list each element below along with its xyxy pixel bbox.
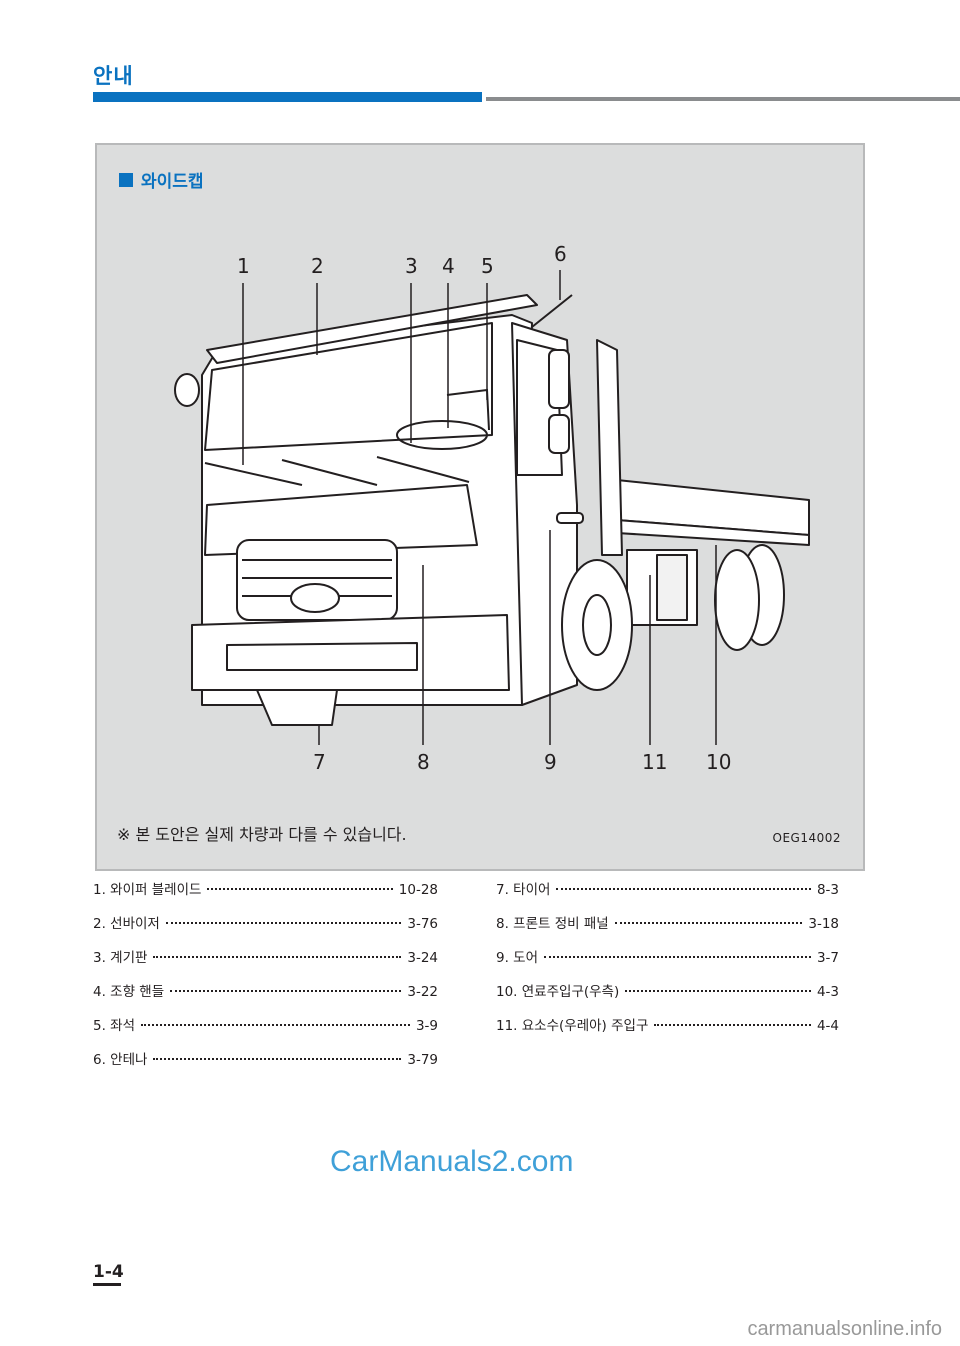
toc-item: 6. 안테나 3-79 [93,1048,438,1082]
toc-label: 1. 와이퍼 블레이드 [93,882,202,898]
callout-4: 4 [442,254,455,278]
leader-dots [544,956,811,958]
callout-2: 2 [311,254,324,278]
leader-dots [556,888,811,890]
header-rule [486,97,960,101]
page-number-underline [93,1283,121,1286]
toc-item: 5. 좌석 3-9 [93,1014,438,1048]
callout-11: 11 [642,750,667,774]
header-rule-accent [93,92,482,102]
callout-1: 1 [237,254,250,278]
leader-dots [654,1024,811,1026]
square-bullet-icon [119,172,133,187]
toc-item: 3. 계기판 3-24 [93,946,438,980]
toc-label: 4. 조향 핸들 [93,984,165,1000]
callout-5: 5 [481,254,494,278]
callout-8: 8 [417,750,430,774]
toc-item: 7. 타이어 8-3 [496,878,839,912]
toc-page: 3-22 [407,984,438,1000]
leader-dots [165,922,402,924]
figure-code: OEG14002 [772,831,841,845]
toc-label: 6. 안테나 [93,1052,148,1068]
toc-label: 5. 좌석 [93,1018,136,1034]
toc-item: 10. 연료주입구(우측) 4-3 [496,980,839,1014]
leader-dots [614,922,803,924]
section-title: 안내 [93,64,134,88]
toc-label: 7. 타이어 [496,882,551,898]
toc-page: 3-79 [407,1052,438,1068]
toc-item: 1. 와이퍼 블레이드 10-28 [93,878,438,912]
callout-9: 9 [544,750,557,774]
toc-item: 2. 선바이저 3-76 [93,912,438,946]
toc-item: 4. 조향 핸들 3-22 [93,980,438,1014]
toc-label: 11. 요소수(우레아) 주입구 [496,1018,649,1034]
toc-page: 3-76 [407,916,438,932]
toc-page: 3-24 [407,950,438,966]
truck-illustration: 1 2 3 4 5 6 7 8 9 10 11 [174,242,810,774]
toc-item: 11. 요소수(우레아) 주입구 4-4 [496,1014,839,1048]
callout-10: 10 [706,750,731,774]
toc-right-column: 7. 타이어 8-3 8. 프론트 정비 패널 3-18 9. 도어 3-7 10. … [496,878,839,1048]
toc-item: 9. 도어 3-7 [496,946,839,980]
figure-heading-text: 와이드캡 [141,172,204,192]
toc-page: 10-28 [398,882,438,898]
toc-page: 4-4 [816,1018,839,1034]
figure-panel: 와이드캡 [95,143,865,871]
leader-dots [625,990,811,992]
toc-page: 8-3 [816,882,839,898]
toc-page: 3-18 [808,916,839,932]
toc-label: 2. 선바이저 [93,916,160,932]
callout-3: 3 [405,254,418,278]
callout-7: 7 [313,750,326,774]
toc-item: 8. 프론트 정비 패널 3-18 [496,912,839,946]
leader-dots [170,990,402,992]
toc-page: 3-7 [816,950,839,966]
figure-heading: 와이드캡 [119,167,204,192]
page-number: 1-4 [93,1262,124,1282]
callout-6: 6 [554,242,567,266]
watermark-link[interactable]: CarManuals2.com [330,1145,574,1178]
leader-dots [141,1024,410,1026]
toc-label: 9. 도어 [496,950,539,966]
toc-page: 4-3 [816,984,839,1000]
leader-dots [207,888,393,890]
toc-label: 3. 계기판 [93,950,148,966]
leader-dots [153,1058,402,1060]
toc-label: 8. 프론트 정비 패널 [496,916,609,932]
footer-site-link[interactable]: carmanualsonline.info [747,1318,942,1340]
toc-label: 10. 연료주입구(우측) [496,984,620,1000]
leader-dots [153,956,402,958]
toc-page: 3-9 [415,1018,438,1034]
figure-note: ※ 본 도안은 실제 차량과 다를 수 있습니다. [117,825,407,844]
